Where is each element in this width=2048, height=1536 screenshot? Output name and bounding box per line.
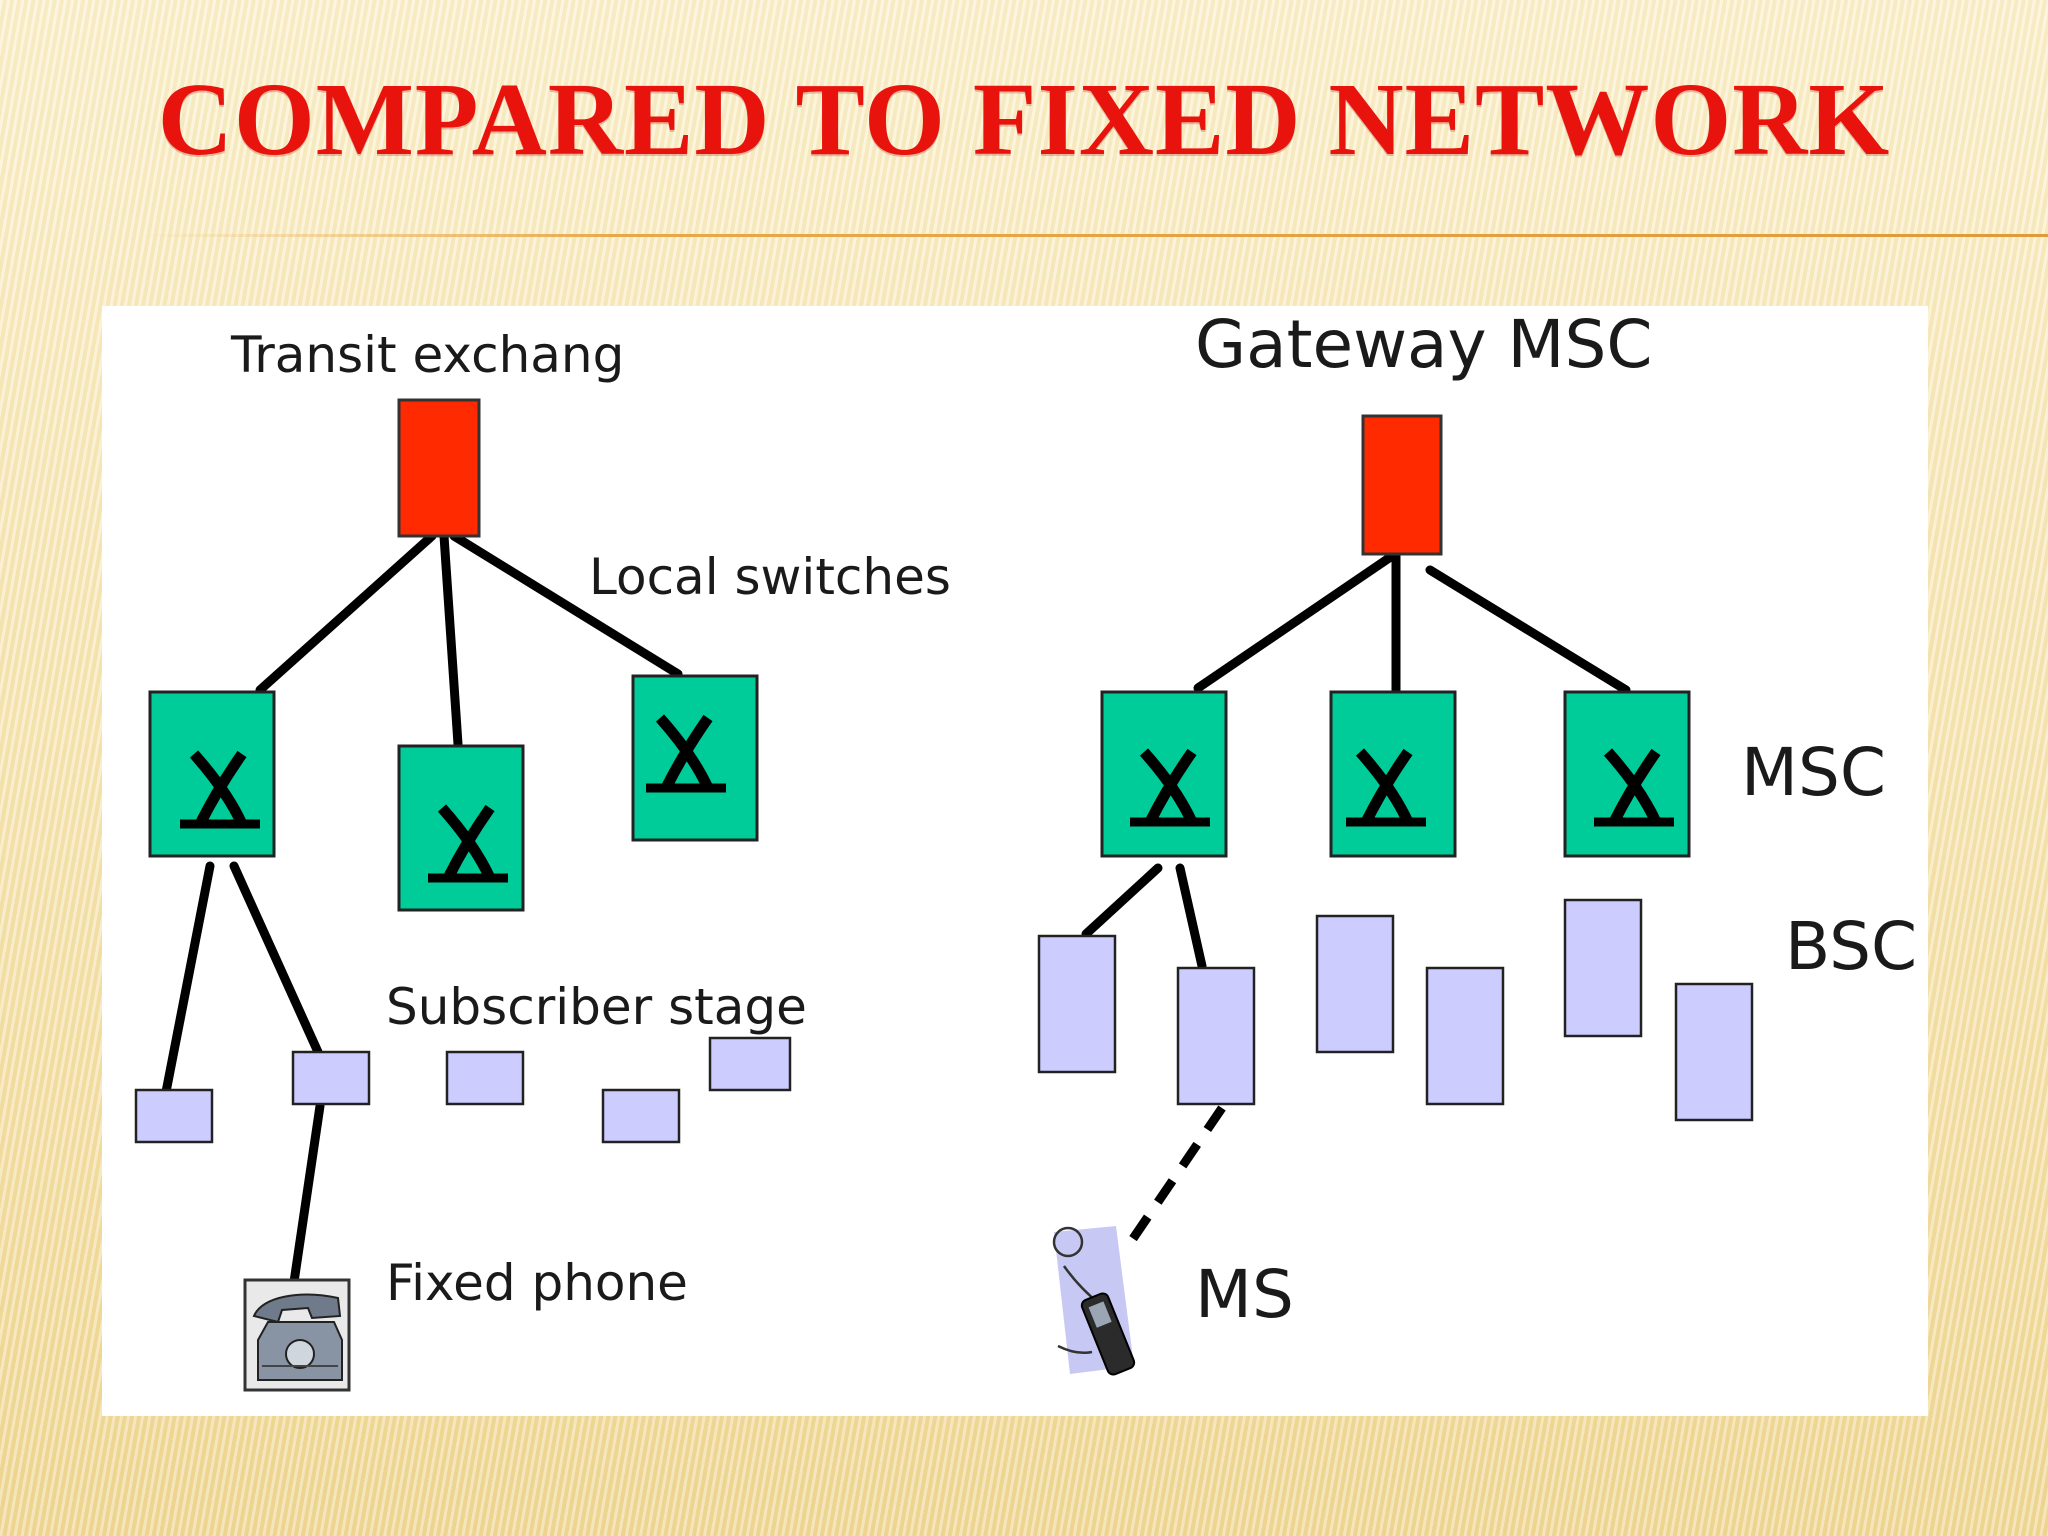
bsc-1 bbox=[1037, 934, 1117, 1074]
fixed-links bbox=[161, 531, 683, 1287]
bsc-5 bbox=[1563, 898, 1643, 1038]
link-switch1-stage1 bbox=[161, 861, 215, 1097]
msc-1 bbox=[1100, 690, 1228, 858]
subscriber-stage-4 bbox=[601, 1088, 681, 1144]
bsc-label: BSC bbox=[1785, 908, 1918, 985]
subscriber-stages bbox=[134, 1036, 792, 1144]
subscriber-stage-label: Subscriber stage bbox=[386, 978, 807, 1036]
slide-title: COMPARED TO FIXED NETWORK bbox=[157, 62, 1891, 177]
link-stage2-phone bbox=[289, 1101, 325, 1287]
mobile-phone-icon bbox=[1052, 1226, 1136, 1376]
ms-label: MS bbox=[1195, 1256, 1294, 1333]
link-gmsc-msc3 bbox=[1425, 565, 1631, 695]
subscriber-stage-5 bbox=[708, 1036, 792, 1092]
mobile-links bbox=[1081, 551, 1631, 971]
link-msc1-bsc1 bbox=[1081, 863, 1163, 939]
fixed-phone-label: Fixed phone bbox=[386, 1254, 688, 1312]
link-msc1-bsc2 bbox=[1175, 863, 1207, 971]
local-switch-2 bbox=[397, 744, 525, 912]
subscriber-stage-1 bbox=[134, 1088, 214, 1144]
subscriber-stage-2 bbox=[291, 1050, 371, 1106]
link-gmsc-msc1 bbox=[1193, 551, 1397, 693]
title-divider bbox=[140, 234, 2048, 237]
fixed-phone-icon bbox=[243, 1278, 351, 1392]
local-switch-1 bbox=[148, 690, 276, 858]
link-transit-switch1 bbox=[255, 531, 437, 695]
link-switch1-stage2 bbox=[229, 861, 323, 1057]
bsc-2 bbox=[1176, 966, 1256, 1106]
local-switches-label: Local switches bbox=[589, 548, 951, 606]
bsc-boxes bbox=[1037, 898, 1754, 1122]
link-bsc2-ms-radio bbox=[1124, 1105, 1226, 1249]
msc-3 bbox=[1563, 690, 1691, 858]
transit-exchange-box bbox=[397, 398, 481, 538]
gateway-msc-box bbox=[1361, 414, 1443, 556]
msc-label: MSC bbox=[1741, 734, 1886, 811]
link-transit-switch2 bbox=[439, 531, 463, 749]
bsc-3 bbox=[1315, 914, 1395, 1054]
transit-exchange-label: Transit exchang bbox=[231, 326, 625, 384]
diagram-panel: Transit exchang Local switches Subscribe… bbox=[102, 306, 1928, 1416]
bsc-4 bbox=[1425, 966, 1505, 1106]
bsc-6 bbox=[1674, 982, 1754, 1122]
msc-2 bbox=[1329, 690, 1457, 858]
link-transit-switch3 bbox=[449, 531, 683, 679]
gateway-msc-label: Gateway MSC bbox=[1195, 306, 1653, 383]
local-switch-3 bbox=[631, 674, 759, 842]
network-diagram bbox=[134, 398, 1754, 1392]
subscriber-stage-3 bbox=[445, 1050, 525, 1106]
